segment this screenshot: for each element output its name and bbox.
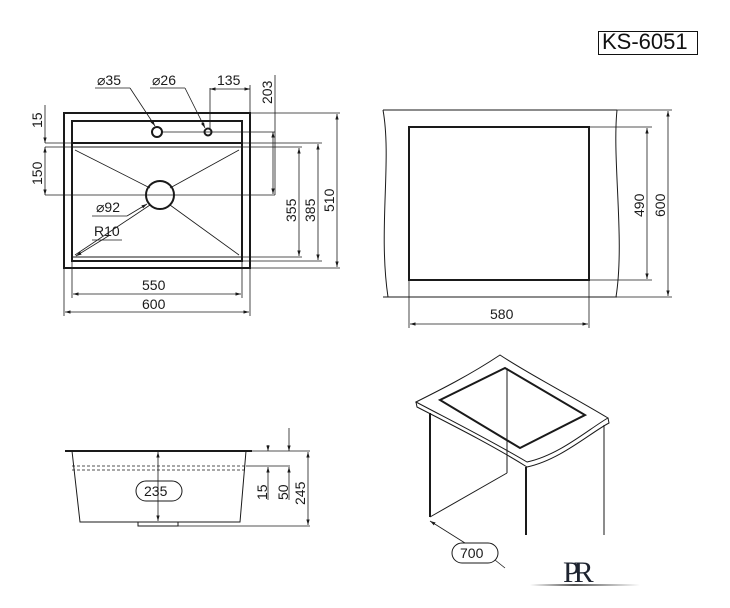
side-dim-15: 15 — [254, 484, 270, 500]
hole2-label: ⌀26 — [152, 72, 176, 88]
dim-550: 550 — [142, 277, 166, 293]
drain-label: ⌀92 — [96, 199, 120, 215]
dim-580: 580 — [490, 306, 514, 322]
dim-150: 150 — [29, 161, 45, 185]
dim-490: 490 — [631, 193, 647, 217]
cutout-view: 490 600 580 — [382, 109, 672, 328]
dim-600: 600 — [142, 296, 166, 312]
model-box — [598, 31, 698, 55]
logo-underline — [530, 584, 640, 586]
cabinet-label: 700 — [460, 545, 484, 561]
dim-203: 203 — [259, 80, 275, 104]
side-view: 235 15 50 245 — [65, 428, 310, 527]
dim-355: 355 — [283, 198, 299, 222]
brand-logo: PR — [563, 556, 594, 589]
faucet-hole-35 — [151, 126, 163, 138]
top-view: ⌀35 ⌀26 135 203 15 150 355 385 510 — [29, 72, 340, 316]
side-dim-50: 50 — [275, 484, 291, 500]
side-dim-245: 245 — [292, 481, 308, 505]
dim-135: 135 — [217, 72, 241, 88]
dim-cutout-600: 600 — [652, 193, 668, 217]
iso-view: 700 — [414, 354, 610, 569]
dim-15: 15 — [29, 112, 45, 128]
dim-510: 510 — [321, 188, 337, 212]
depth-label: 235 — [144, 483, 168, 499]
radius-label: R10 — [94, 223, 120, 239]
model-number: KS-6051 — [602, 29, 688, 54]
dim-385: 385 — [302, 198, 318, 222]
hole1-label: ⌀35 — [97, 72, 121, 88]
